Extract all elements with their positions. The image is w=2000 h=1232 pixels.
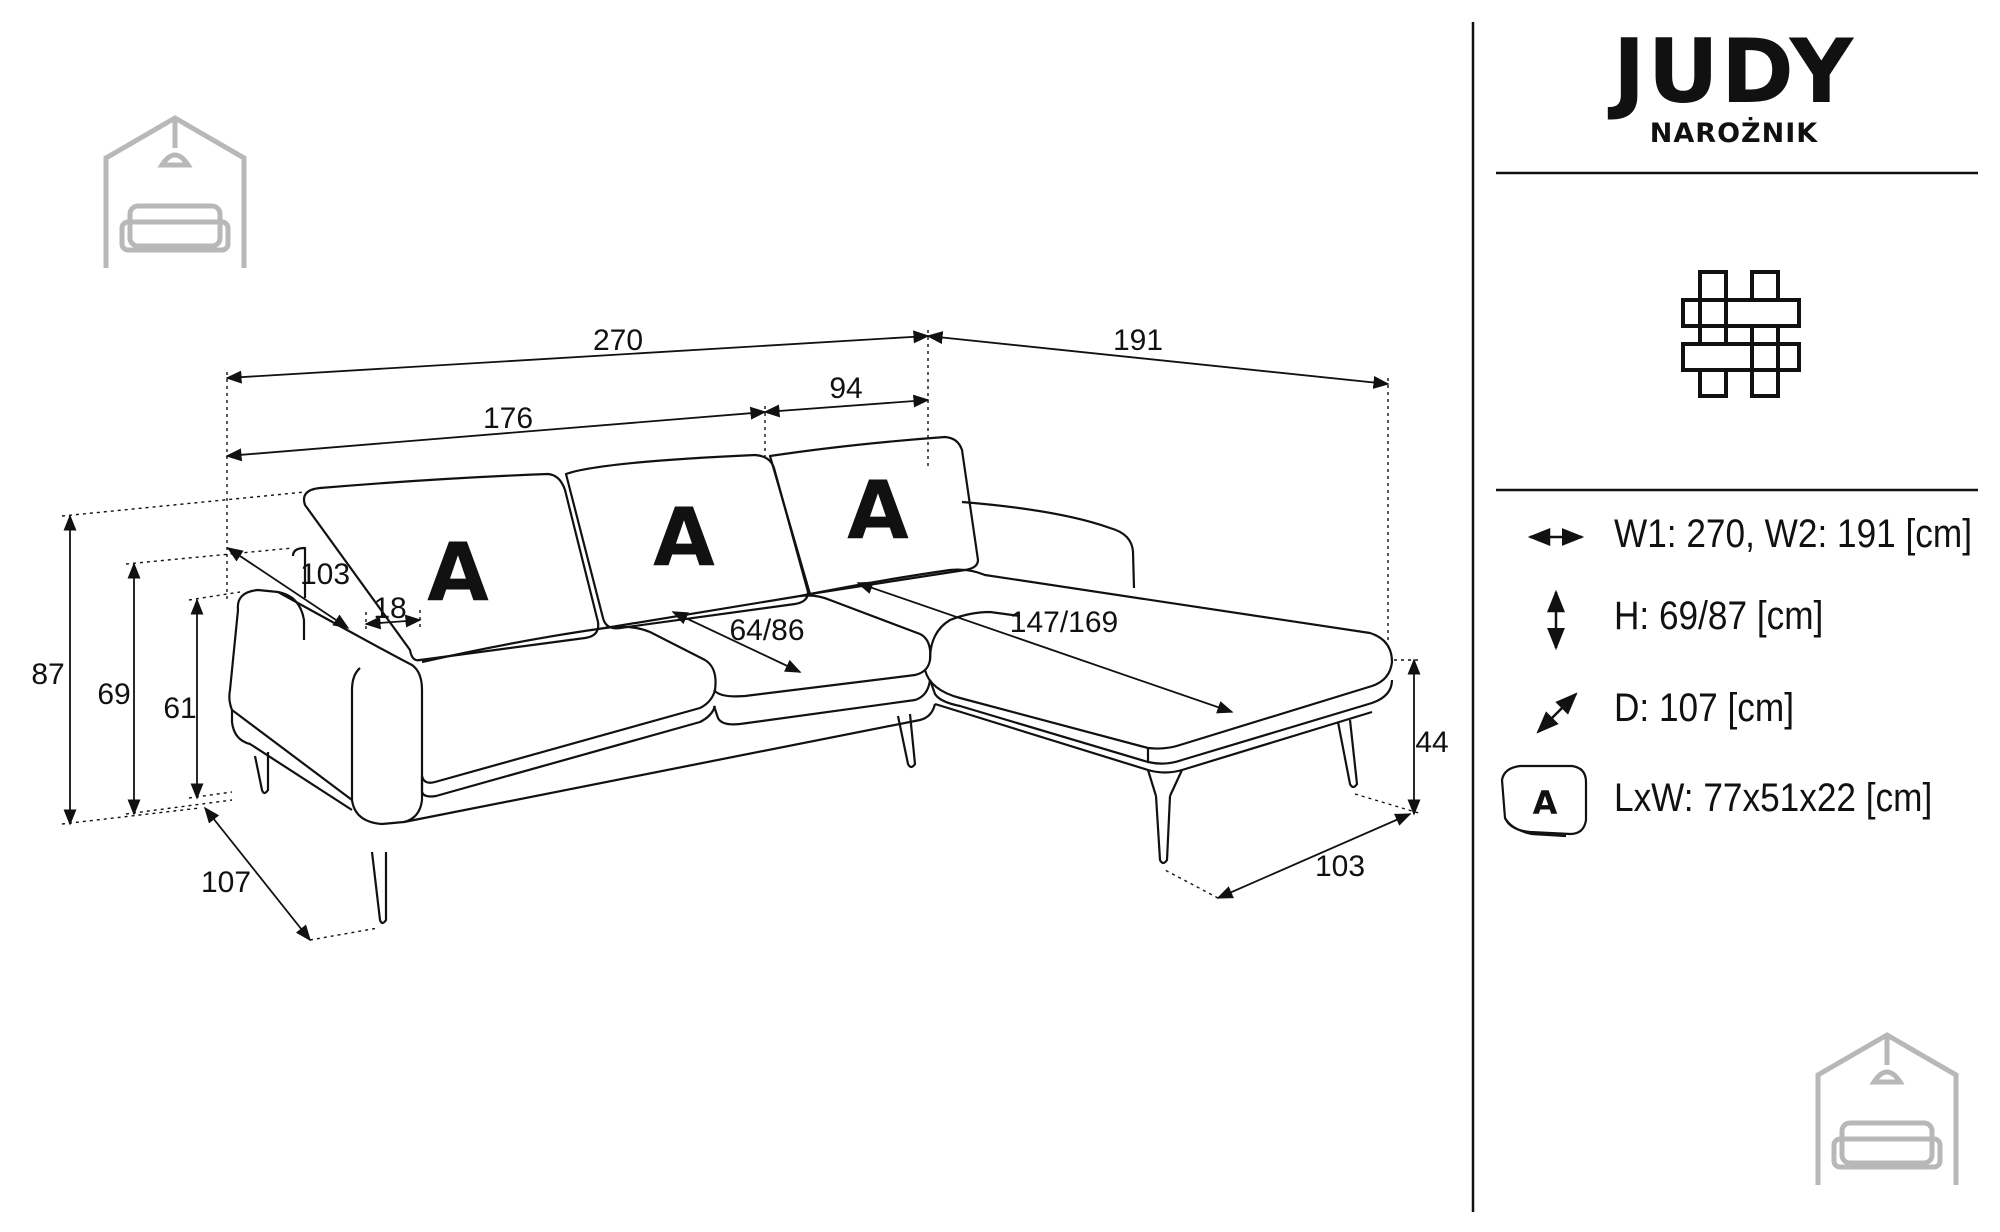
dim-chaise-length: 147/169 xyxy=(1010,606,1118,639)
spec-depth: D: 107 [cm] xyxy=(1614,686,1794,730)
dim-armrest-width: 18 xyxy=(373,592,406,625)
product-name: JUDY xyxy=(1612,20,1856,123)
dimension-lines xyxy=(63,330,1421,942)
diagonal-arrow-icon xyxy=(1536,692,1578,734)
back-cushion-right xyxy=(768,435,980,596)
panel-dividers xyxy=(1471,22,1978,1212)
dim-chaise-depth: 103 xyxy=(1315,850,1365,883)
leg-chaise-front xyxy=(1154,795,1172,865)
watermark-house-icon-bottom xyxy=(1815,1032,1959,1185)
spec-width: W1: 270, W2: 191 [cm] xyxy=(1614,512,1973,556)
spec-cushion-size: LxW: 77x51x22 [cm] xyxy=(1614,776,1933,820)
spec-height: H: 69/87 [cm] xyxy=(1614,594,1824,638)
leg-back-left xyxy=(253,752,270,795)
sofa-outline xyxy=(228,435,1394,925)
dim-seat-depth-middle: 64/86 xyxy=(729,614,804,647)
dim-width-chaise: 191 xyxy=(1113,324,1163,357)
cushion-icon: A xyxy=(1500,764,1588,838)
sofa-base xyxy=(230,710,353,811)
leg-middle xyxy=(896,713,917,769)
chaise-seat xyxy=(799,568,1394,750)
dim-width-total: 270 xyxy=(593,324,643,357)
cushion-label-1: A xyxy=(427,526,489,619)
leg-front-left xyxy=(370,851,388,925)
cushion-icon-label: A xyxy=(1533,784,1558,822)
dim-seat-height: 44 xyxy=(1415,726,1448,759)
cushion-labels: A A A xyxy=(427,464,909,619)
dim-seat-width: 176 xyxy=(483,402,533,435)
dim-seat-depth-main: 103 xyxy=(300,558,350,591)
chaise-back xyxy=(961,500,1136,589)
watermark-house-icon xyxy=(103,115,247,268)
dim-height-arm: 61 xyxy=(163,692,196,725)
product-type: NAROŻNIK xyxy=(1649,118,1819,149)
fabric-weave-icon xyxy=(1681,270,1801,398)
dim-height-back: 69 xyxy=(97,678,130,711)
cushion-label-2: A xyxy=(653,491,715,584)
extension-lines xyxy=(61,330,1423,941)
back-cushion-left xyxy=(302,472,600,662)
dim-depth: 107 xyxy=(201,866,251,899)
dim-height-total: 87 xyxy=(31,658,64,691)
dimension-labels: 270 191 176 94 103 18 64/86 147/169 87 6… xyxy=(31,324,1448,899)
cushion-label-3: A xyxy=(847,464,909,557)
leg-chaise-back xyxy=(1336,719,1359,789)
dim-chaise-top: 94 xyxy=(829,372,862,405)
